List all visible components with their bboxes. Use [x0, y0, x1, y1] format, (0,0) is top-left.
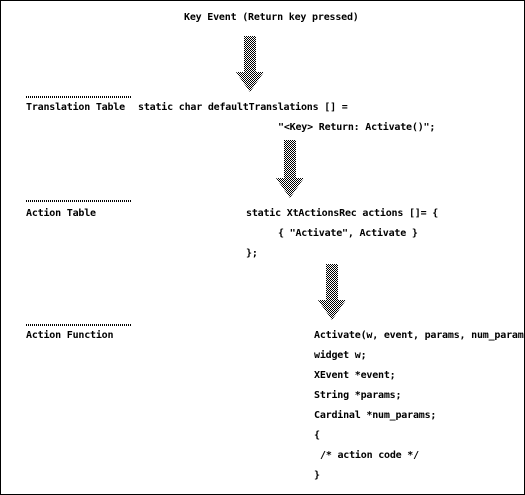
action-code-line-3: }; [246, 248, 258, 259]
action-table-rule [26, 200, 132, 202]
function-code-line-1: Activate(w, event, params, num_params) [314, 330, 525, 341]
action-code-line-1: static XtActionsRec actions []= { [246, 208, 439, 219]
action-function-rule [26, 324, 132, 326]
translation-table-rule [26, 96, 132, 98]
function-code-line-5: Cardinal *num_params; [314, 410, 437, 421]
flow-arrow-1 [236, 36, 264, 92]
flow-arrow-2 [276, 140, 304, 198]
translation-code-line-1: static char defaultTranslations [] = [138, 102, 348, 113]
key-event-title: Key Event (Return key pressed) [184, 12, 359, 23]
function-code-line-8: } [314, 470, 320, 481]
function-code-line-2: widget w; [314, 350, 367, 361]
translation-table-label: Translation Table [26, 102, 125, 113]
function-code-line-4: String *params; [314, 390, 402, 401]
function-code-line-6: { [314, 430, 320, 441]
action-table-label: Action Table [26, 208, 96, 219]
translation-code-line-2: "<Key> Return: Activate()"; [278, 122, 436, 133]
function-code-line-3: XEvent *event; [314, 370, 396, 381]
function-code-line-7: /* action code */ [320, 450, 419, 461]
flow-arrow-3 [318, 264, 346, 320]
action-function-label: Action Function [26, 330, 114, 341]
action-code-line-2: { "Activate", Activate } [278, 228, 418, 239]
